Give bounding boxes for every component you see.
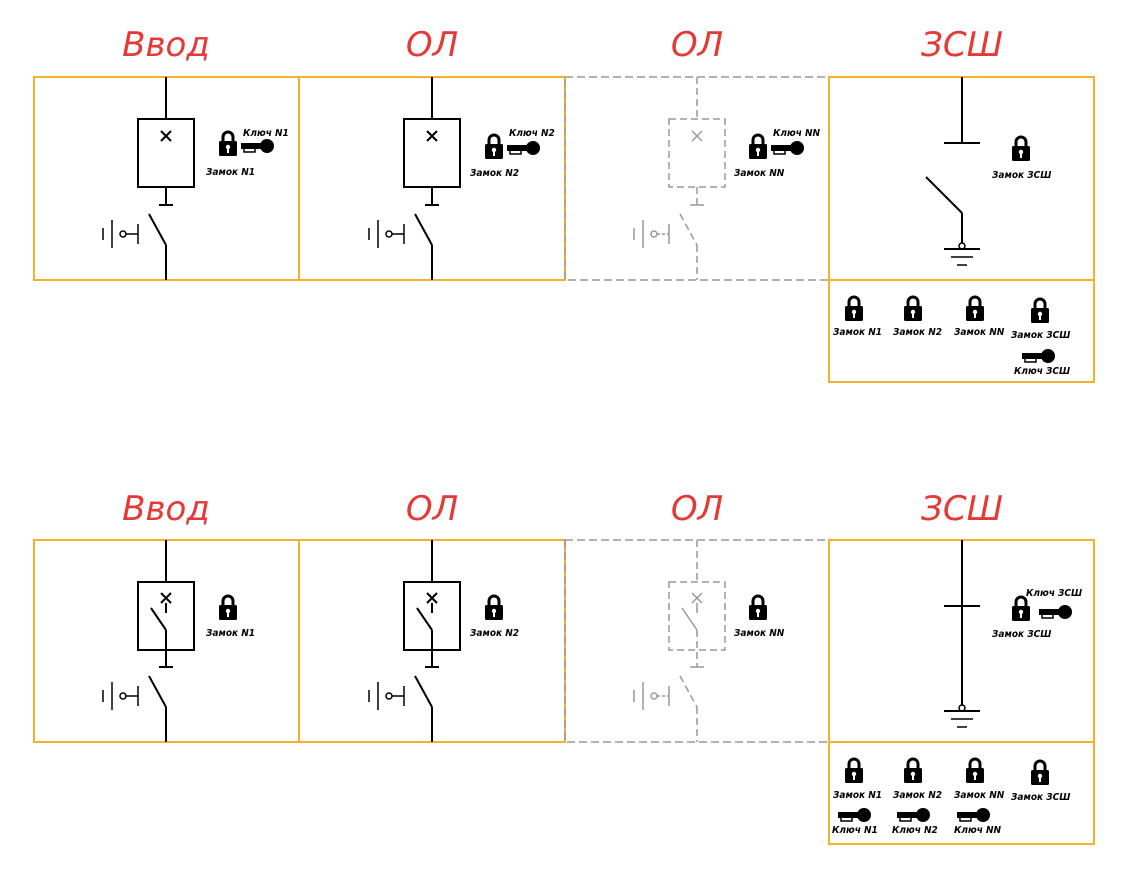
- panel-title: ЗСШ: [921, 25, 1003, 65]
- lock-icon: [747, 133, 769, 161]
- storage-lock-label: Замок N1: [833, 790, 882, 801]
- storage-key-label: Ключ ЗСШ: [1014, 366, 1070, 377]
- key-icon: [837, 807, 872, 823]
- lock-label: Замок N2: [470, 168, 519, 179]
- earthing-switch-symbol: [368, 220, 405, 248]
- lock-label: Замок N1: [206, 167, 255, 178]
- key-icon: [506, 140, 541, 156]
- lock-icon: [217, 130, 239, 158]
- key-icon: [896, 807, 931, 823]
- lock-icon: [1010, 595, 1032, 623]
- lock-label: Замок ЗСШ: [992, 629, 1051, 640]
- storage-key-label: Ключ N2: [892, 825, 938, 836]
- storage-key-label: Ключ NN: [954, 825, 1002, 836]
- lock-icon: [843, 295, 865, 323]
- lock-icon: [483, 594, 505, 622]
- storage-key-label: Ключ N1: [832, 825, 878, 836]
- key-label: Ключ NN: [773, 128, 821, 139]
- lock-icon: [902, 757, 924, 785]
- lock-icon: [843, 757, 865, 785]
- storage-lock-label: Замок ЗСШ: [1011, 792, 1070, 803]
- lock-icon: [217, 594, 239, 622]
- storage-lock-label: Замок ЗСШ: [1011, 330, 1070, 341]
- lock-icon: [964, 295, 986, 323]
- panel-title: ОЛ: [671, 25, 723, 65]
- lock-label: Замок N1: [206, 628, 255, 639]
- storage-lock-label: Замок NN: [954, 790, 1005, 801]
- key-icon: [770, 140, 805, 156]
- lock-icon: [902, 295, 924, 323]
- lock-icon: [1029, 759, 1051, 787]
- circuit-breaker-symbol: [403, 77, 461, 280]
- key-label: Ключ N2: [509, 128, 555, 139]
- key-label: Ключ N1: [243, 128, 289, 139]
- key-icon: [1038, 604, 1073, 620]
- earthing-switch-symbol: [102, 220, 139, 248]
- key-icon: [1021, 348, 1056, 364]
- panel-title: Ввод: [122, 25, 210, 65]
- storage-frame: [828, 279, 1095, 383]
- panel-title: ОЛ: [671, 489, 723, 529]
- earthing-switch-symbol-dashed: [633, 592, 704, 710]
- bus-earthing-switch-symbol: [944, 540, 980, 728]
- switch-disconnector-symbol-dashed: [668, 540, 726, 742]
- panel-title: ОЛ: [406, 25, 458, 65]
- lock-label: Замок ЗСШ: [992, 170, 1051, 181]
- scheme-2: Ввод ОЛ ОЛ ЗСШ Замок N1: [33, 489, 1095, 845]
- scheme-1: Ввод ОЛ ОЛ ЗСШ Ключ N1 Замок N1: [33, 25, 1095, 383]
- lock-icon: [964, 757, 986, 785]
- lock-label: Замок NN: [734, 168, 785, 179]
- panel-title: Ввод: [122, 489, 210, 529]
- switch-disconnector-symbol: [137, 540, 195, 742]
- key-icon: [240, 138, 275, 154]
- panel-title: ОЛ: [406, 489, 458, 529]
- storage-lock-label: Замок N2: [893, 327, 942, 338]
- key-icon: [956, 807, 991, 823]
- panel-title: ЗСШ: [921, 489, 1003, 529]
- lock-label: Замок N2: [470, 628, 519, 639]
- bus-earthing-switch-symbol: [925, 77, 980, 266]
- lock-icon: [483, 133, 505, 161]
- lock-icon: [1029, 297, 1051, 325]
- earthing-switch-symbol-dashed: [633, 130, 704, 248]
- circuit-breaker-symbol: [137, 77, 195, 280]
- storage-lock-label: Замок N1: [833, 327, 882, 338]
- lock-icon: [1010, 135, 1032, 163]
- lock-icon: [747, 594, 769, 622]
- storage-frame: [828, 741, 1095, 845]
- switch-disconnector-symbol: [403, 540, 461, 742]
- storage-lock-label: Замок N2: [893, 790, 942, 801]
- circuit-breaker-symbol-dashed: [668, 77, 726, 280]
- earthing-switch-symbol: [102, 682, 139, 710]
- lock-label: Замок NN: [734, 628, 785, 639]
- earthing-switch-symbol: [368, 682, 405, 710]
- storage-lock-label: Замок NN: [954, 327, 1005, 338]
- key-label: Ключ ЗСШ: [1026, 588, 1082, 599]
